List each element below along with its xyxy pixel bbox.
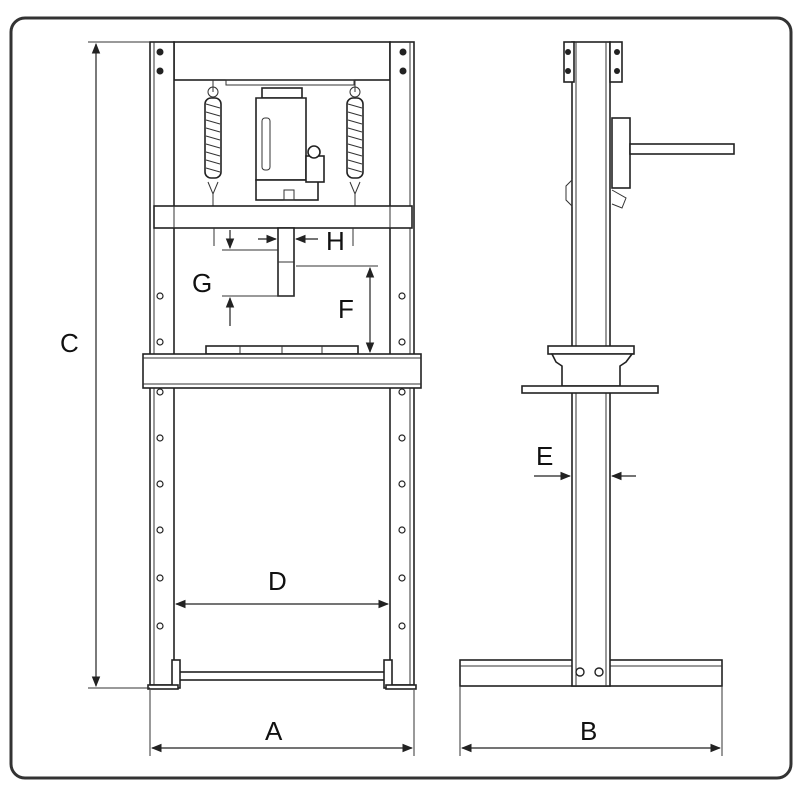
base-right-foot [385,684,417,690]
dimension-lines [88,41,723,756]
dimension-label-e: E [536,441,553,471]
dimension-label-a: A [265,716,283,746]
dimension-label-c: C [60,328,79,358]
front-view [142,41,422,690]
dimension-label-d: D [268,566,287,596]
top-bolts [156,48,407,75]
dimension-label-g: G [192,268,212,298]
left-spring [204,80,222,206]
dimension-label-b: B [580,716,597,746]
right-spring [346,80,364,206]
bottle-jack [255,87,325,201]
column-holes [156,292,406,630]
dimension-label-h: H [326,226,345,256]
drawing-border [9,16,793,780]
moving-crossbeam [153,205,413,229]
top-crossbeam [173,41,391,81]
worktable-beam [142,353,422,389]
dimension-label-f: F [338,294,354,324]
base-left-foot [147,684,179,690]
side-view [459,41,735,687]
side-worktable [521,385,659,394]
